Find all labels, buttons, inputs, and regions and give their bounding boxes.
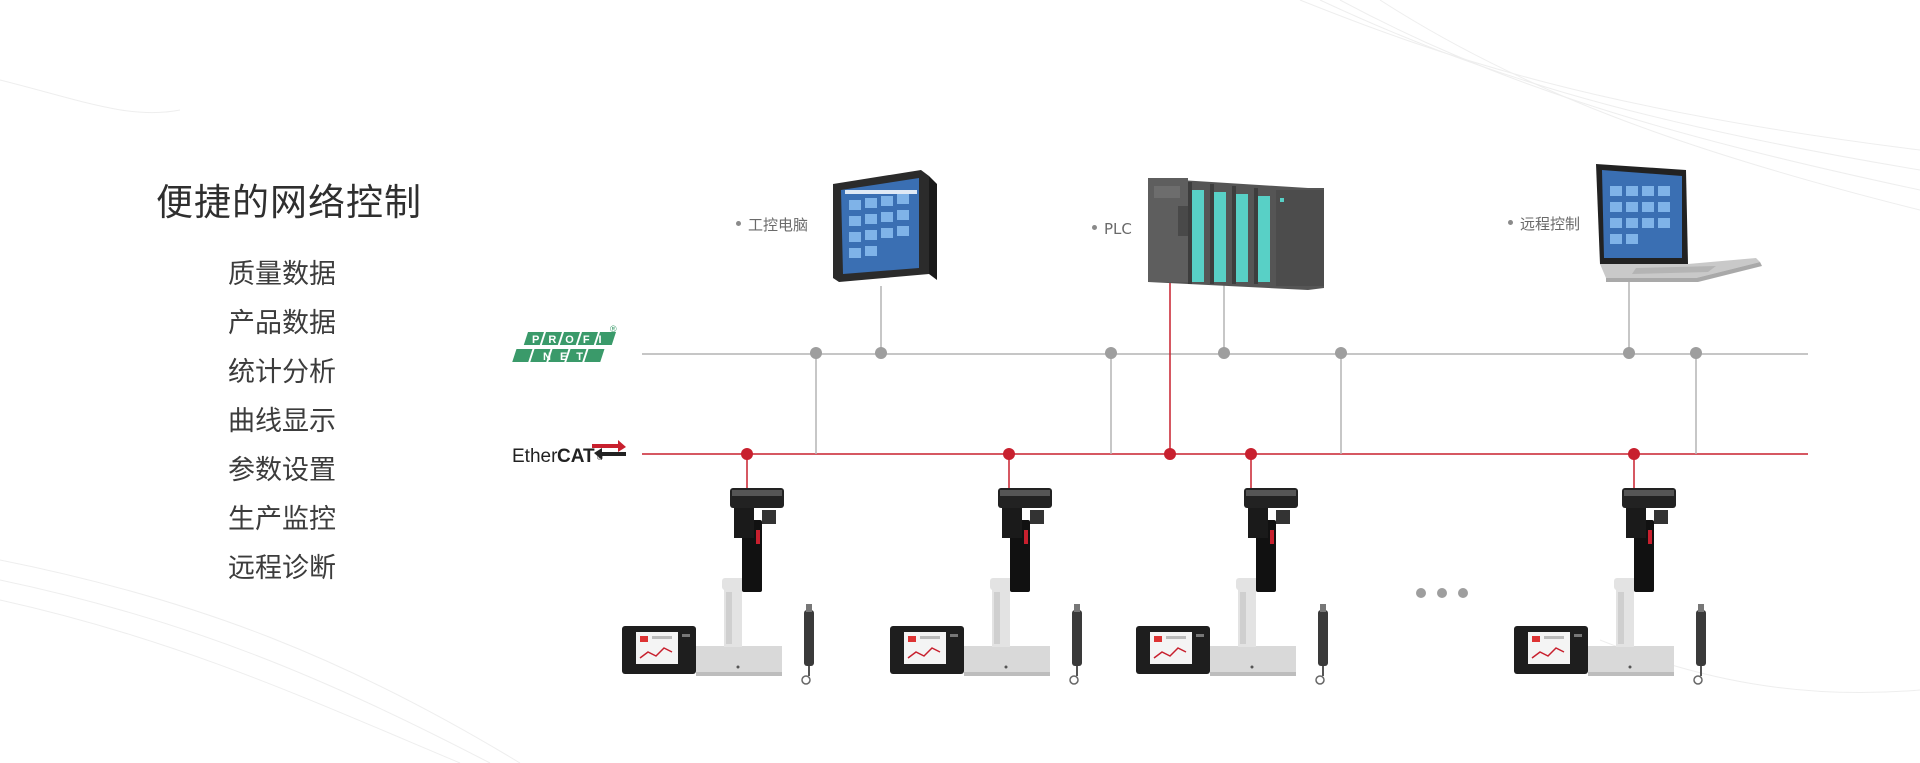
press-station-icon [621, 487, 815, 685]
touch-panel-pc-icon [833, 170, 937, 282]
feature-remote-diagnosis: 远程诊断 [228, 553, 336, 584]
ethercat-logo: Ether CAT ® [512, 440, 626, 467]
panel-title: 便捷的网络控制 [156, 181, 422, 224]
ipc-label: 工控电脑 [736, 214, 808, 235]
feature-production-monitoring: 生产监控 [228, 504, 336, 535]
press-station-icon [1513, 487, 1707, 685]
laptop-icon [1596, 164, 1762, 282]
bullet-dot [1508, 220, 1513, 225]
remote-label-text: 远程控制 [1520, 215, 1581, 233]
feature-quality-data: 质量数据 [228, 259, 336, 290]
press-station-icon [889, 487, 1083, 685]
bullet-dot [1092, 225, 1097, 230]
ethercat-arrow-icon [592, 440, 626, 452]
more-stations-ellipsis [1416, 588, 1468, 598]
feature-list: 质量数据 产品数据 统计分析 曲线显示 参数设置 生产监控 远程诊断 [228, 250, 336, 593]
feature-parameter-settings: 参数设置 [228, 455, 336, 486]
remote-label: 远程控制 [1508, 213, 1580, 234]
plc-rack-icon [1148, 178, 1324, 290]
feature-statistical-analysis: 统计分析 [228, 357, 336, 388]
feature-product-data: 产品数据 [228, 308, 336, 339]
press-station-icon [1135, 487, 1329, 685]
profinet-line2: NET [543, 351, 592, 363]
bullet-dot [736, 221, 741, 226]
feature-curve-display: 曲线显示 [228, 406, 336, 437]
profinet-logo: PROFI NET ® [512, 324, 617, 363]
plc-label: PLC [1092, 220, 1132, 238]
profinet-line1: PROFI [532, 334, 611, 346]
profinet-nodes [810, 347, 1702, 359]
plc-label-text: PLC [1104, 220, 1132, 238]
station-drops [746, 454, 1635, 494]
ethercat-prefix: Ether [512, 446, 558, 467]
profinet-mark: ® [610, 324, 617, 334]
ethercat-suffix: CAT [557, 446, 595, 467]
bus-crosslinks [815, 282, 1697, 454]
ipc-label-text: 工控电脑 [748, 216, 809, 234]
ethercat-arrow-back-icon [594, 448, 626, 460]
